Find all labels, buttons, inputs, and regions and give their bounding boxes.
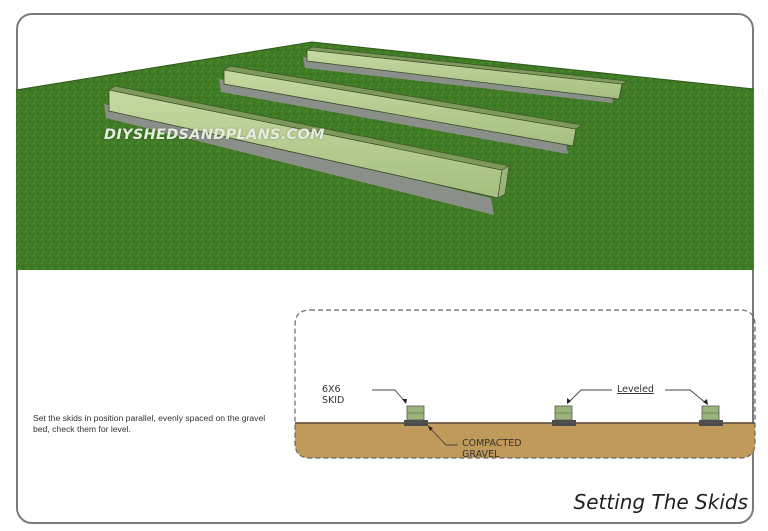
skid-right: [699, 405, 723, 426]
section-boundary: [294, 309, 756, 459]
page-caption: Setting The Skids: [573, 490, 748, 514]
soil-layer: [295, 423, 755, 458]
instruction-text: Set the skids in position parallel, even…: [33, 413, 266, 434]
leveled-label: Leveled: [617, 384, 654, 395]
skid-left: [404, 405, 428, 426]
skid-label: 6X6 SKID: [322, 384, 345, 406]
skid-middle: [552, 405, 576, 426]
gravel-label: COMPACTED GRAVEL: [462, 438, 522, 460]
watermark-text: DIYSHEDSANDPLANS.COM: [104, 127, 325, 143]
grass-field-illustration: [16, 41, 754, 270]
skids-3d-render: [16, 13, 754, 270]
